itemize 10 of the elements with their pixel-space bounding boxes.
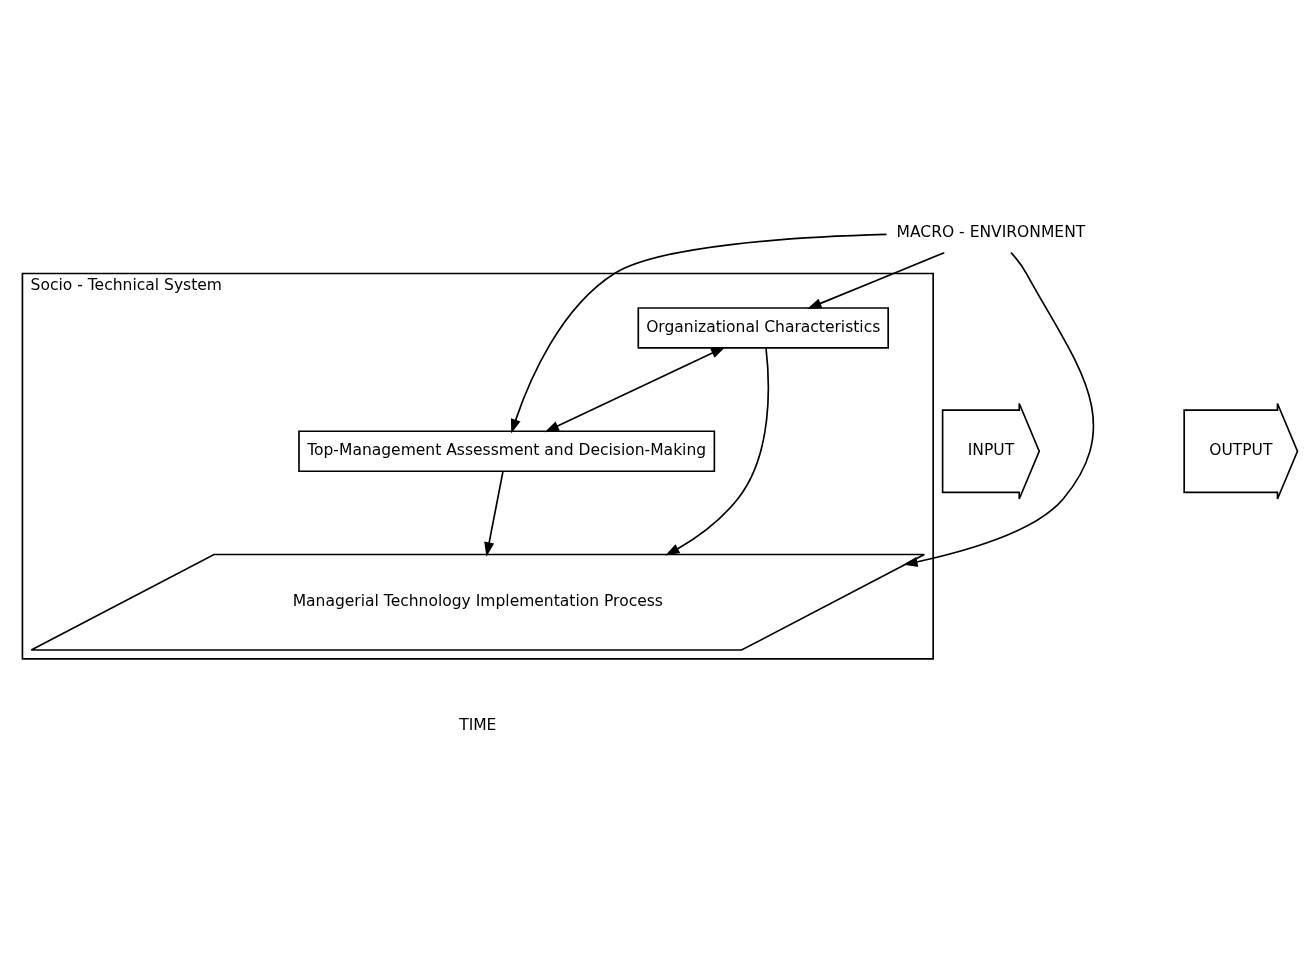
node-box: Top-Management Assessment and Decision-Making — [298, 430, 716, 473]
label: TIME — [459, 715, 497, 734]
arrow — [903, 251, 1095, 567]
node-box: Organizational Characteristics — [637, 307, 889, 349]
arrow — [544, 346, 726, 433]
node-text: MACRO - ENVIRONMENT — [896, 222, 1086, 241]
arrow — [807, 251, 946, 309]
arrow — [665, 347, 770, 556]
arrow — [484, 470, 504, 557]
arrow — [510, 233, 888, 434]
